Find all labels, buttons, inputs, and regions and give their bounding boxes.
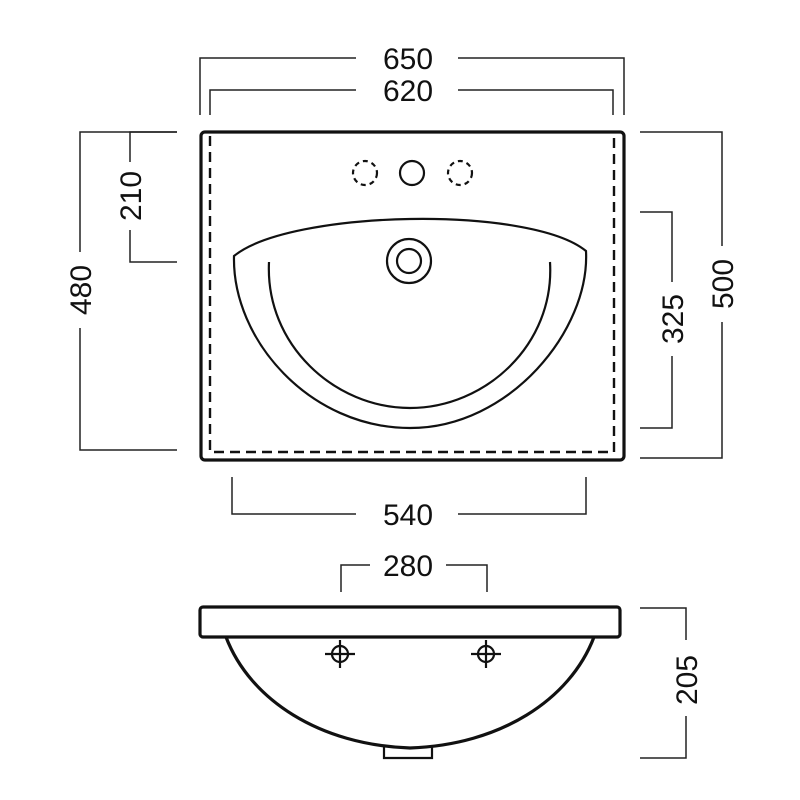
dimension-tap-offset: 210: [115, 131, 177, 263]
dimension-fixing-spacing-label: 280: [383, 550, 433, 583]
tap-hole-center-icon: [398, 159, 426, 187]
bowl-outer-rim: [232, 217, 588, 430]
bowl-inner-basin: [267, 261, 552, 410]
drain-inner-icon: [395, 247, 423, 275]
dimension-fixing-spacing: 280: [340, 550, 488, 592]
dimension-overall-depth-right-label: 500: [707, 259, 740, 309]
fixing-hole-left-icon: [325, 640, 355, 668]
drain-icon: [385, 237, 433, 285]
dimension-height: 205: [640, 607, 704, 759]
dimension-bowl-width: 540: [231, 477, 587, 532]
dimension-overall-width: 650: [199, 43, 625, 115]
fixing-hole-right-icon: [471, 640, 501, 668]
side-view-waste-outlet: [382, 747, 434, 760]
dimension-inner-width: 620: [209, 75, 614, 115]
top-view: [199, 130, 626, 462]
top-view-inner-dashed-edge: [208, 136, 616, 454]
dimension-tap-offset-label: 210: [115, 171, 148, 221]
dimension-bowl-depth-label: 325: [657, 294, 690, 344]
dimension-height-label: 205: [671, 655, 704, 705]
side-view-rim: [198, 605, 622, 639]
side-view: [198, 605, 622, 760]
dimension-overall-depth-right: 500: [640, 131, 740, 459]
top-view-outline: [199, 130, 626, 462]
dimension-bowl-width-label: 540: [383, 499, 433, 532]
tap-hole-right-dashed-icon: [446, 159, 474, 187]
dimension-overall-width-label: 650: [383, 43, 433, 76]
side-view-bowl: [224, 636, 596, 750]
dimension-overall-depth-left-label: 480: [65, 265, 98, 315]
tap-hole-left-dashed-icon: [351, 159, 379, 187]
dimension-bowl-depth: 325: [640, 211, 690, 429]
dimension-inner-width-label: 620: [383, 75, 433, 108]
